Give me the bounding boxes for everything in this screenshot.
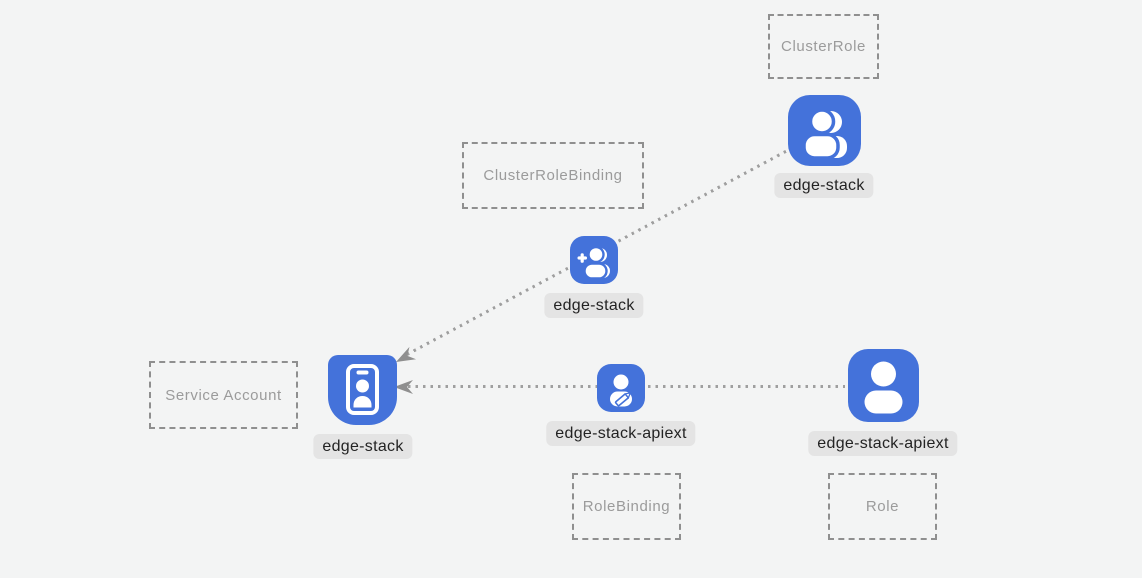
node-label: edge-stack	[313, 434, 413, 459]
user-icon	[864, 361, 903, 414]
node-service-account	[328, 355, 397, 425]
type-box-role-binding: RoleBinding	[572, 473, 681, 540]
arrowhead-icon	[396, 346, 417, 362]
node-role	[848, 349, 919, 422]
type-box-label: ClusterRole	[781, 38, 866, 55]
type-box-cluster-role: ClusterRole	[768, 14, 879, 79]
type-box-label: RoleBinding	[582, 498, 671, 515]
users-icon	[802, 108, 847, 160]
node-label: edge-stack	[544, 293, 644, 318]
node-label: edge-stack	[774, 173, 874, 198]
user-edit-icon	[610, 374, 632, 407]
node-role-binding	[597, 364, 645, 412]
type-box-service-account: Service Account	[149, 361, 298, 429]
type-box-label: Service Account	[165, 386, 282, 404]
id-badge-icon	[346, 364, 379, 415]
type-box-label: ClusterRoleBinding	[483, 167, 623, 184]
type-box-cluster-role-binding: ClusterRoleBinding	[462, 142, 644, 209]
node-label: edge-stack-apiext	[546, 421, 696, 446]
type-box-label: Role	[865, 498, 900, 515]
type-box-role: Role	[828, 473, 937, 540]
user-add-icon	[577, 245, 610, 280]
arrowhead-icon	[394, 380, 413, 394]
node-cluster-role	[788, 95, 861, 166]
node-cluster-role-binding	[570, 236, 618, 284]
node-label: edge-stack-apiext	[808, 431, 958, 456]
